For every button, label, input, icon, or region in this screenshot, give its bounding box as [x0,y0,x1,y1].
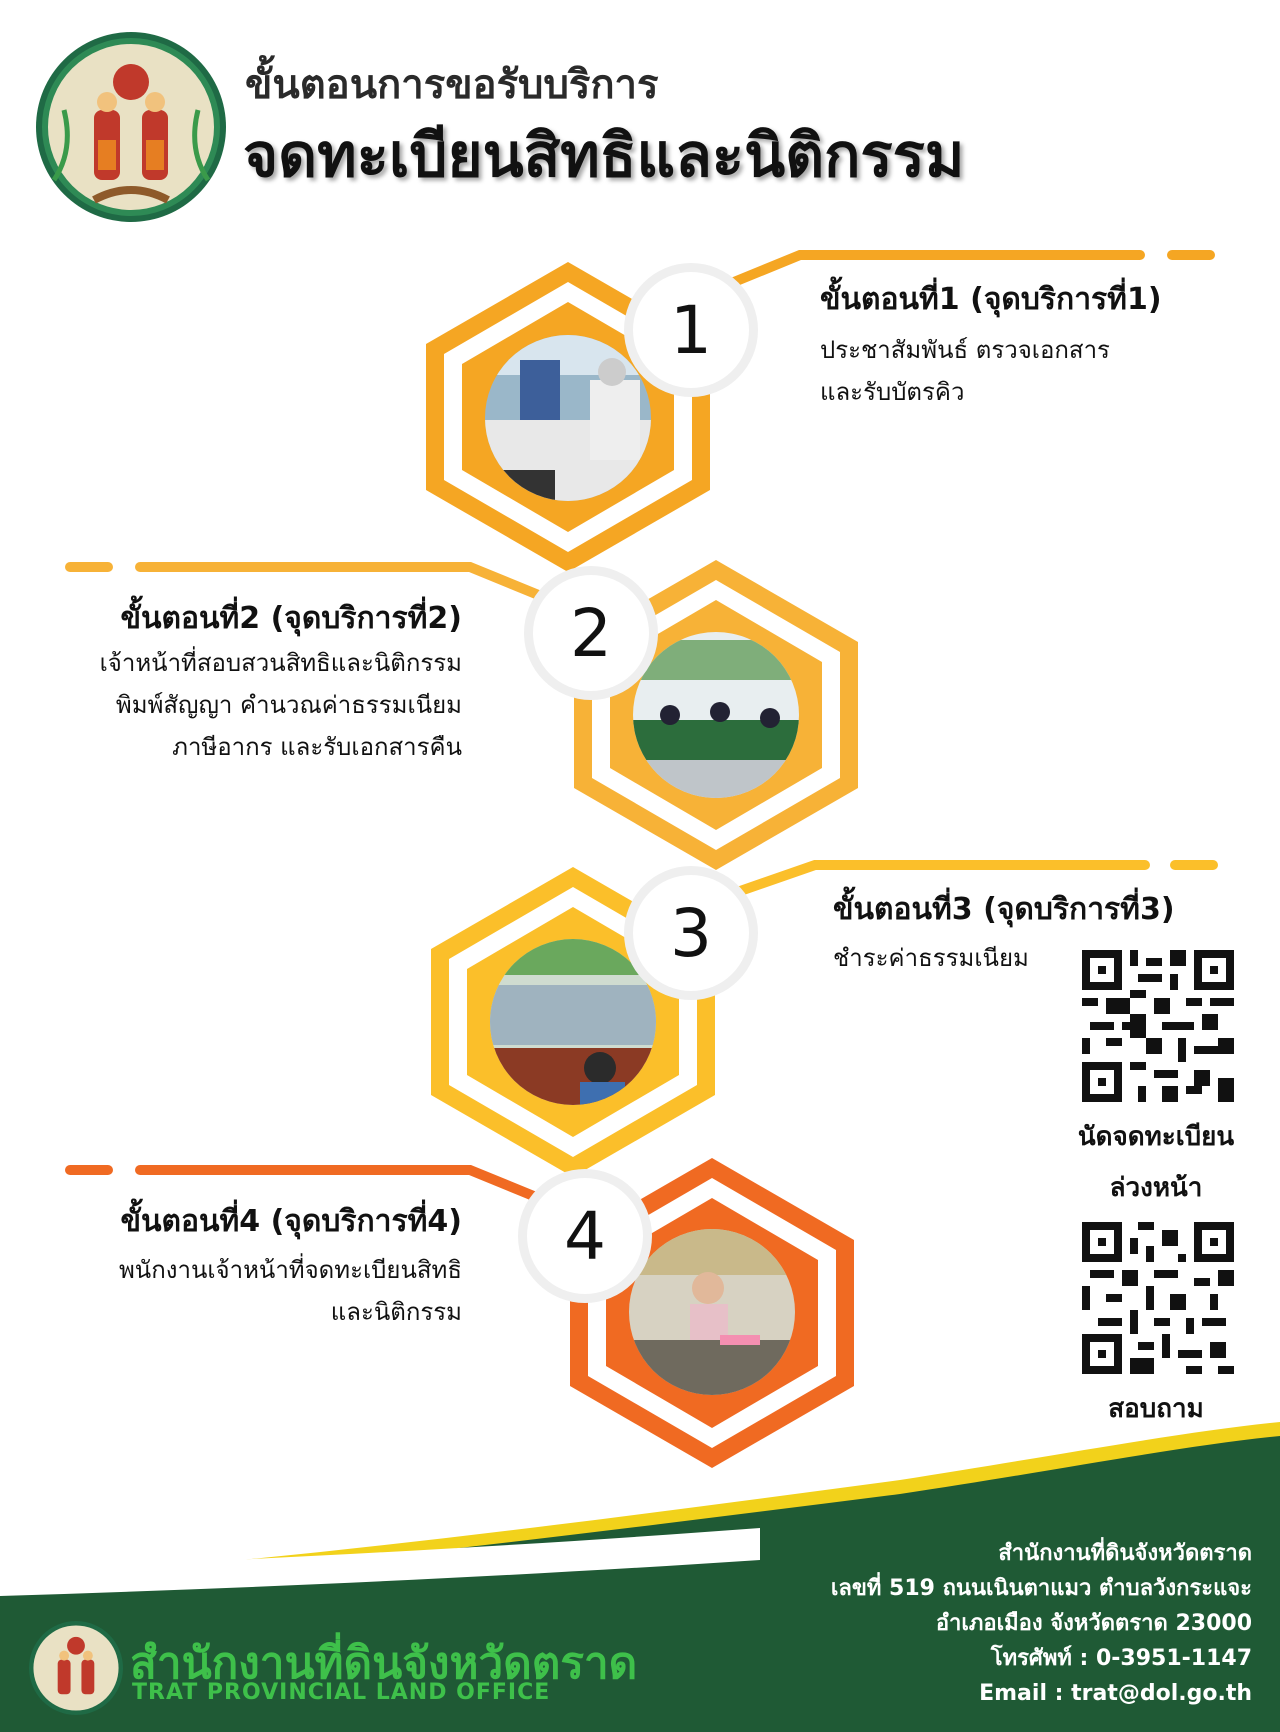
qr-code-inquiry[interactable] [1082,1222,1234,1374]
footer-office-name-en: TRAT PROVINCIAL LAND OFFICE [132,1680,551,1705]
footer-address-line-3: อำเภอเมือง จังหวัดตราด 23000 [935,1611,1252,1636]
hexagon-step-3 [431,867,715,1177]
hexagon-step-1 [426,262,710,572]
footer-address-line-2: เลขที่ 519 ถนนเนินตาแมว ตำบลวังกระแจะ [830,1576,1252,1601]
step-2-line-3: ภาษีอากร และรับเอกสารคืน [172,733,462,761]
footer-email[interactable]: Email : trat@dol.go.th [979,1681,1252,1706]
step-number-3: 3 [633,875,749,991]
header-title-line1: ขั้นตอนการขอรับบริการ [245,62,659,108]
step-number-4: 4 [527,1178,643,1294]
step-3-line-1: ชำระค่าธรรมเนียม [833,944,1029,972]
step-3-title: ขั้นตอนที่3 (จุดบริการที่3) [833,892,1175,927]
step-1-title: ขั้นตอนที่1 (จุดบริการที่1) [820,282,1162,317]
step-2-text: ขั้นตอนที่2 (จุดบริการที่2) เจ้าหน้าที่ส… [100,595,462,768]
footer-address-line-1: สำนักงานที่ดินจังหวัดตราด [998,1541,1252,1566]
connector-line-2 [135,562,585,617]
connector-line-3 [695,860,1150,910]
step-4-title: ขั้นตอนที่4 (จุดบริการที่4) [120,1204,462,1239]
step-4-text: ขั้นตอนที่4 (จุดบริการที่4) พนักงานเจ้าห… [119,1198,462,1333]
qr-label-appointment-line2: ล่วงหน้า [1109,1173,1203,1203]
step-number-2: 2 [533,575,649,691]
qr-label-appointment: นัดจดทะเบียน ล่วงหน้า [1040,1116,1272,1208]
hexagon-step-4 [570,1158,854,1468]
step-2-line-2: พิมพ์สัญญา คำนวณค่าธรรมเนียม [115,691,462,719]
step-2-line-1: เจ้าหน้าที่สอบสวนสิทธิและนิติกรรม [99,649,462,677]
step-2-title: ขั้นตอนที่2 (จุดบริการที่2) [120,601,462,636]
footer-wave [0,1422,1280,1732]
header-title-line2: จดทะเบียนสิทธิและนิติกรรม [243,121,965,191]
province-seal-logo [34,30,228,224]
step-number-1: 1 [633,272,749,388]
step-1-text: ขั้นตอนที่1 (จุดบริการที่1) ประชาสัมพันธ… [820,276,1162,413]
step-4-line-2: และนิติกรรม [330,1298,462,1326]
qr-label-inquiry: สอบถาม [1108,1394,1204,1424]
step-4-line-1: พนักงานเจ้าหน้าที่จดทะเบียนสิทธิ [118,1256,462,1284]
qr-label-appointment-line1: นัดจดทะเบียน [1077,1122,1235,1152]
footer-seal-logo [28,1620,124,1716]
footer-office-name-th: สำนักงานที่ดินจังหวัดตราด [130,1638,638,1689]
steps-graphic [65,250,1218,1468]
footer-phone[interactable]: โทรศัพท์ : 0-3951-1147 [990,1646,1252,1671]
qr-code-appointment[interactable] [1082,950,1234,1102]
footer-contact-info: สำนักงานที่ดินจังหวัดตราด เลขที่ 519 ถนน… [831,1536,1252,1711]
step-1-line-2: และรับบัตรคิว [820,378,965,406]
step-3-text: ขั้นตอนที่3 (จุดบริการที่3) ชำระค่าธรรมเ… [833,886,1175,979]
hexagon-step-2 [574,560,858,870]
step-1-line-1: ประชาสัมพันธ์ ตรวจเอกสาร [820,336,1110,364]
